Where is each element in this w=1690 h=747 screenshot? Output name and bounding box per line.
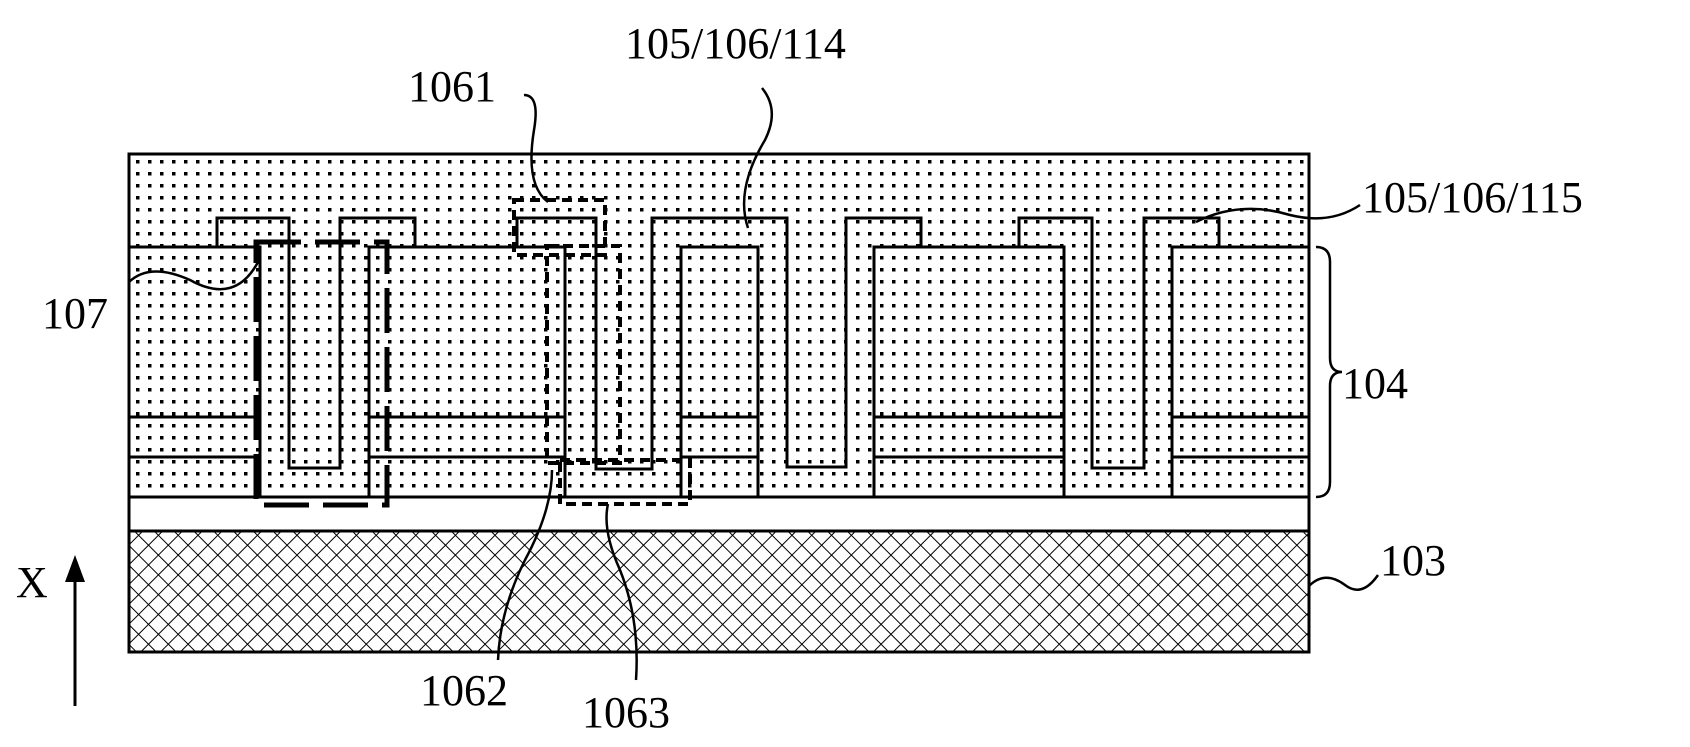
label-107: 107	[42, 289, 108, 338]
region-1062-outline	[545, 244, 622, 465]
leader-103	[1308, 574, 1380, 591]
leader-105-106-114	[742, 87, 773, 229]
label-axis-x: X	[16, 558, 48, 607]
region-107-outline	[253, 239, 390, 508]
label-1063: 1063	[582, 688, 670, 737]
brace-104	[1315, 245, 1343, 499]
fine-dotted-liner-114	[515, 216, 923, 499]
leader-1062	[496, 469, 554, 661]
label-103: 103	[1380, 536, 1446, 585]
label-1062: 1062	[420, 666, 508, 715]
label-105-106-114: 105/106/114	[625, 19, 846, 68]
substrate-layer-103	[127, 529, 1311, 654]
interlayer	[127, 495, 1311, 533]
region-1063-outline	[558, 458, 692, 506]
hatched-liner-107	[215, 216, 417, 499]
region-1061-outline	[512, 198, 607, 257]
label-1061: 1061	[408, 62, 496, 111]
label-105-106-115: 105/106/115	[1362, 173, 1583, 222]
hatched-liner-115	[1017, 216, 1221, 499]
outer-frame	[127, 152, 1311, 654]
label-104: 104	[1342, 359, 1408, 408]
top-fill-layer	[129, 154, 1309, 497]
leader-107	[128, 261, 260, 291]
stack-sublayer-lines	[129, 415, 1309, 459]
leader-105-106-115	[1195, 203, 1361, 224]
leader-1063	[605, 503, 638, 681]
arrow-up-icon	[65, 555, 85, 582]
leader-1061	[523, 93, 549, 204]
